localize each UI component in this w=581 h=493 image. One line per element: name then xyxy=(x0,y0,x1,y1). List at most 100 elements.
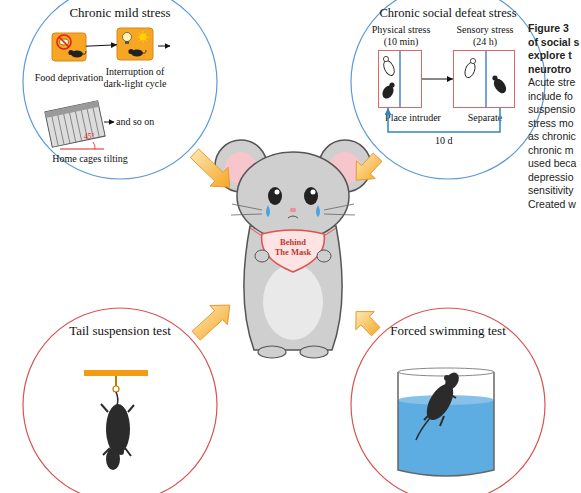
caption-fragment: include fo xyxy=(528,90,573,102)
sad-mouse xyxy=(288,216,298,218)
tail-suspension-scene xyxy=(106,404,130,454)
sad-mouse xyxy=(255,250,269,262)
forced-swim-scene xyxy=(444,375,450,381)
cage-box: Physical stress (10 min)Place intruder xyxy=(378,50,422,108)
caption-fragment: Created w xyxy=(528,198,576,210)
stress-model-circle: Chronic social defeat stressPhysical str… xyxy=(350,0,546,180)
sad-mouse xyxy=(262,230,325,272)
dark-light-icon xyxy=(158,46,170,47)
circle-title: Forced swimming test xyxy=(368,324,528,339)
block-arrow xyxy=(192,305,230,340)
sad-mouse xyxy=(237,152,349,240)
test-circle: Forced swimming test xyxy=(350,307,546,493)
circle-outline xyxy=(23,308,217,493)
block-arrow xyxy=(356,153,382,180)
sensory-stress-scene xyxy=(463,51,509,107)
tail-suspension-scene xyxy=(101,404,134,456)
tilted-cage-icon xyxy=(45,101,105,147)
sad-mouse xyxy=(244,226,342,350)
test-circle: Tail suspension test xyxy=(22,307,218,493)
sad-mouse xyxy=(311,190,316,195)
food-deprivation-icon xyxy=(59,37,69,47)
sad-mouse xyxy=(263,264,323,340)
node-text: Behind The Mask xyxy=(272,238,314,258)
food-deprivation-icon xyxy=(52,33,86,61)
tilted-cage-icon xyxy=(45,101,99,118)
cage-box: Sensory stress (24 h)Separate xyxy=(453,50,515,108)
circle-title: Chronic social defeat stress xyxy=(363,6,533,20)
caption-fragment: chronic m xyxy=(528,144,574,156)
caption-fragment: Acute stre xyxy=(528,76,575,88)
sad-mouse xyxy=(215,140,371,358)
node-text: Physical stress (10 min) xyxy=(366,24,436,47)
sad-mouse xyxy=(231,204,355,215)
node-text: Home cages tilting xyxy=(40,153,140,165)
caption-fragment: as chronic xyxy=(528,130,576,142)
tilted-cage-icon xyxy=(45,101,114,149)
dark-light-icon xyxy=(137,31,149,43)
circle-title: Tail suspension test xyxy=(50,324,190,339)
tilted-cage-icon xyxy=(60,149,104,150)
stress-model-circle: Chronic mild stressFood deprivationInter… xyxy=(22,0,218,180)
sensory-stress-scene xyxy=(463,61,477,79)
circle-outline xyxy=(351,308,545,493)
circle-title: Chronic mild stress xyxy=(50,6,190,21)
sad-mouse xyxy=(268,187,282,205)
sad-mouse xyxy=(316,205,320,217)
sad-mouse xyxy=(275,190,280,195)
dark-light-icon xyxy=(117,28,153,60)
sensory-stress-scene xyxy=(485,51,486,107)
forced-swim-scene xyxy=(398,368,494,376)
stressor-icon-box: Interruption of dark-light cycle xyxy=(117,28,153,60)
node-text: Separate xyxy=(450,112,520,124)
circle-outline xyxy=(23,0,217,179)
caption-fragment: stress mo xyxy=(528,117,574,129)
caption-fragment: depressio xyxy=(528,171,574,183)
sad-mouse xyxy=(258,346,286,358)
tail-suspension-scene xyxy=(113,386,119,392)
circle-outline xyxy=(351,0,545,179)
tilted-cage-icon xyxy=(93,142,95,149)
tail-suspension-scene xyxy=(115,376,117,386)
tail-suspension-scene xyxy=(84,370,148,376)
caption-fragment: sensitivity xyxy=(528,184,574,196)
forced-swim-scene xyxy=(424,392,456,426)
dark-light-icon xyxy=(143,50,146,53)
forced-swim-scene xyxy=(398,372,494,476)
forced-swim-scene xyxy=(398,368,494,476)
sad-mouse xyxy=(304,187,318,205)
node-text: Sensory stress (24 h) xyxy=(450,24,520,47)
caption-fragment: neurotro xyxy=(528,63,571,75)
caption-fragment: of social s xyxy=(528,36,579,48)
caption-fragment: Figure 3 xyxy=(528,22,569,34)
caption-fragment: suspensio xyxy=(528,103,575,115)
connector-line xyxy=(388,108,500,132)
caption-fragment: explore t xyxy=(528,49,572,61)
annotation-text: and so on xyxy=(116,116,154,128)
food-deprivation-icon xyxy=(68,50,73,55)
dark-light-icon xyxy=(125,41,129,44)
sad-mouse xyxy=(290,208,296,212)
annotation-text: 45° xyxy=(84,133,95,142)
food-deprivation-icon xyxy=(57,35,71,49)
edge-label: 10 d xyxy=(435,135,453,147)
tail-suspension-scene xyxy=(84,370,148,470)
dark-light-icon xyxy=(117,28,170,60)
node-text: Interruption of dark-light cycle xyxy=(100,66,170,89)
mouse-figure: Behind The Mask xyxy=(232,140,354,355)
physical-stress-scene xyxy=(399,51,400,107)
sad-mouse xyxy=(317,250,331,262)
food-deprivation-icon xyxy=(83,51,86,54)
food-deprivation-icon xyxy=(52,33,86,61)
physical-stress-scene xyxy=(380,51,400,107)
block-arrow xyxy=(356,312,380,336)
forced-swim-scene xyxy=(416,418,430,440)
tilted-cage-icon xyxy=(104,122,114,123)
connector-line xyxy=(86,45,117,46)
sensory-stress-scene xyxy=(470,58,475,63)
forced-swim-scene xyxy=(442,370,461,392)
sensory-stress-scene xyxy=(492,75,497,80)
